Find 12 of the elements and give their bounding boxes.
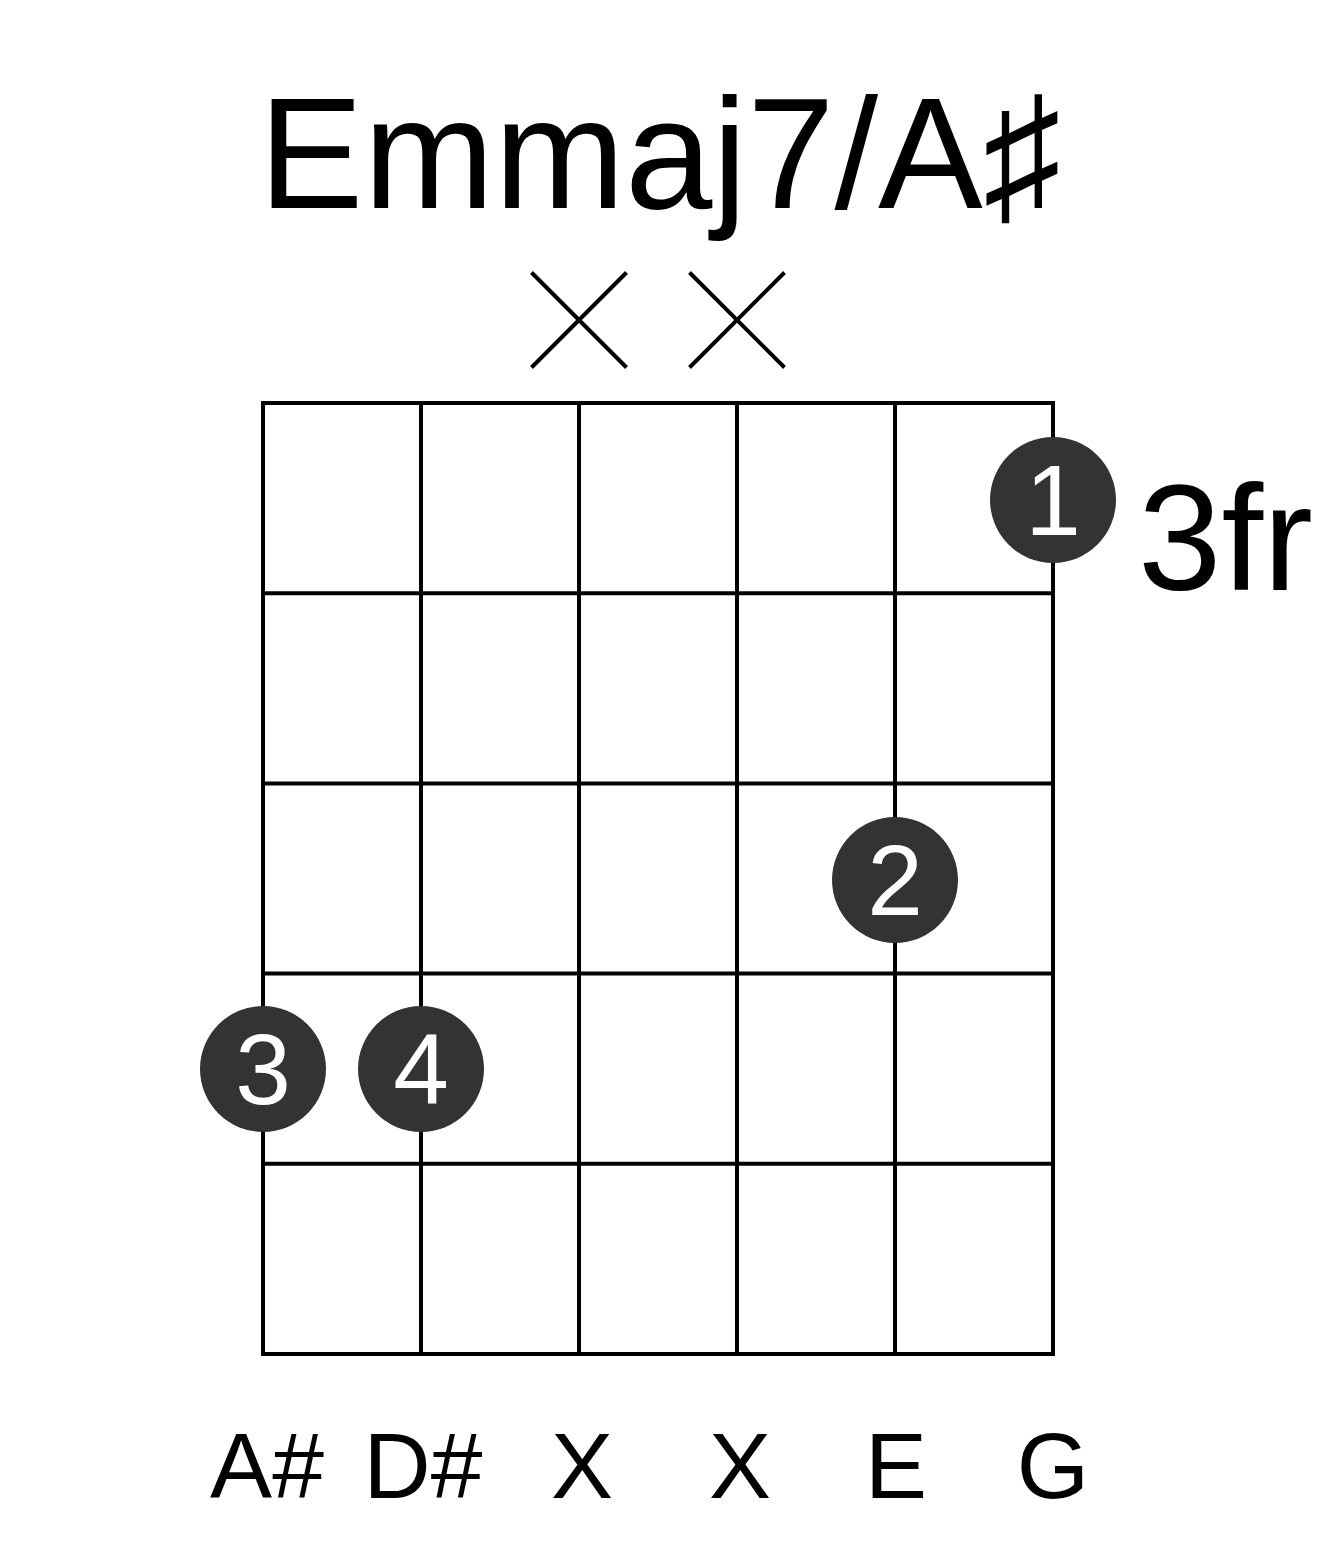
string-note: A#: [210, 1420, 324, 1513]
string-note: E: [865, 1420, 927, 1513]
fret-number: 3fr: [1138, 463, 1314, 613]
string-note: D#: [363, 1420, 483, 1513]
finger-dot: 2: [832, 817, 958, 943]
string-note: X: [551, 1420, 613, 1513]
string-note: G: [1016, 1420, 1090, 1513]
chord-title: Emmaj7/A♯: [258, 65, 1062, 243]
finger-dot: 4: [358, 1006, 484, 1132]
finger-dot: 1: [990, 437, 1116, 563]
finger-dot: 3: [200, 1006, 326, 1132]
string-note: X: [709, 1420, 771, 1513]
